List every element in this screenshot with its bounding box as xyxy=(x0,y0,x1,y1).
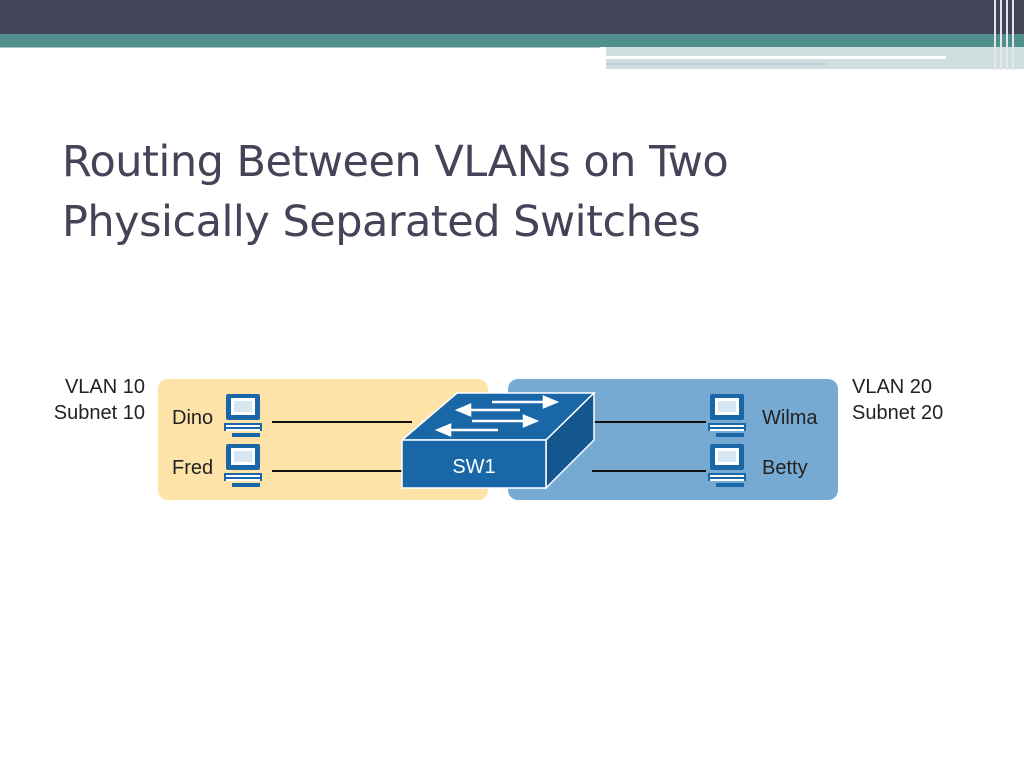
switch-sw1-icon xyxy=(399,391,596,490)
decor-right-edge xyxy=(992,0,1024,70)
host-label-betty: Betty xyxy=(762,457,808,479)
title-line-2: Physically Separated Switches xyxy=(62,197,701,247)
host-label-fred: Fred xyxy=(172,457,214,479)
decor-line xyxy=(606,56,946,59)
pc-dino-icon xyxy=(224,394,262,437)
decor-right-block xyxy=(606,47,1024,69)
pc-fred-icon xyxy=(224,444,262,487)
switch-label: SW1 xyxy=(452,456,496,478)
pc-betty-icon xyxy=(708,444,746,487)
subnet10-label: Subnet 10 xyxy=(53,402,145,424)
title-line-1: Routing Between VLANs on Two xyxy=(62,137,729,187)
vlan20-label: VLAN 20 xyxy=(852,376,933,398)
top-bar xyxy=(0,0,1024,34)
subnet20-label: Subnet 20 xyxy=(852,402,944,424)
pc-wilma-icon xyxy=(708,394,746,437)
slide-title: Routing Between VLANs on Two Physically … xyxy=(62,132,962,252)
decor-line xyxy=(606,63,826,65)
host-label-wilma: Wilma xyxy=(762,407,818,429)
decor-line xyxy=(0,47,600,54)
vlan-diagram: VLAN 10 Subnet 10 VLAN 20 Subnet 20 Dino… xyxy=(0,360,1024,520)
host-label-dino: Dino xyxy=(172,407,214,429)
teal-band xyxy=(0,34,1024,47)
vlan10-label: VLAN 10 xyxy=(64,376,145,398)
